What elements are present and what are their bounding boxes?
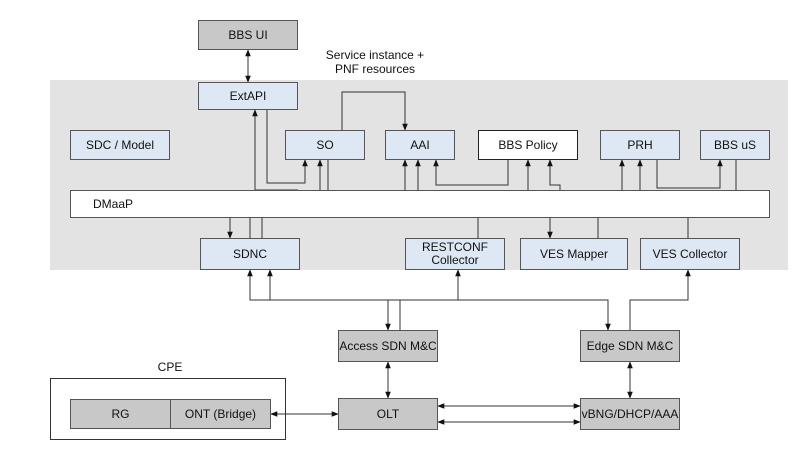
vbng-box: vBNG/DHCP/AAA xyxy=(580,398,680,430)
rg-box: RG xyxy=(70,399,171,429)
service-instance-label: Service instance + PNF resources xyxy=(325,48,425,76)
ves-mapper-box: VES Mapper xyxy=(520,238,628,270)
edge-sdn-box: Edge SDN M&C xyxy=(580,330,680,362)
so-box: SO xyxy=(285,130,365,160)
ont-bridge-box: ONT (Bridge) xyxy=(170,399,271,429)
dmaap-bus: DMaaP xyxy=(70,190,770,218)
bbs-ui-box: BBS UI xyxy=(198,20,298,50)
olt-box: OLT xyxy=(338,398,438,430)
restconf-collector-box: RESTCONF Collector xyxy=(405,238,505,270)
cpe-label: CPE xyxy=(157,360,183,374)
aai-box: AAI xyxy=(385,130,455,160)
bbs-us-box: BBS uS xyxy=(700,130,770,160)
sdc-model-box: SDC / Model xyxy=(70,130,170,160)
bbs-policy-box: BBS Policy xyxy=(478,130,578,160)
sdnc-box: SDNC xyxy=(200,238,300,270)
prh-box: PRH xyxy=(600,130,680,160)
extapi-box: ExtAPI xyxy=(198,82,298,110)
ves-collector-box: VES Collector xyxy=(640,238,740,270)
access-sdn-box: Access SDN M&C xyxy=(338,330,438,362)
